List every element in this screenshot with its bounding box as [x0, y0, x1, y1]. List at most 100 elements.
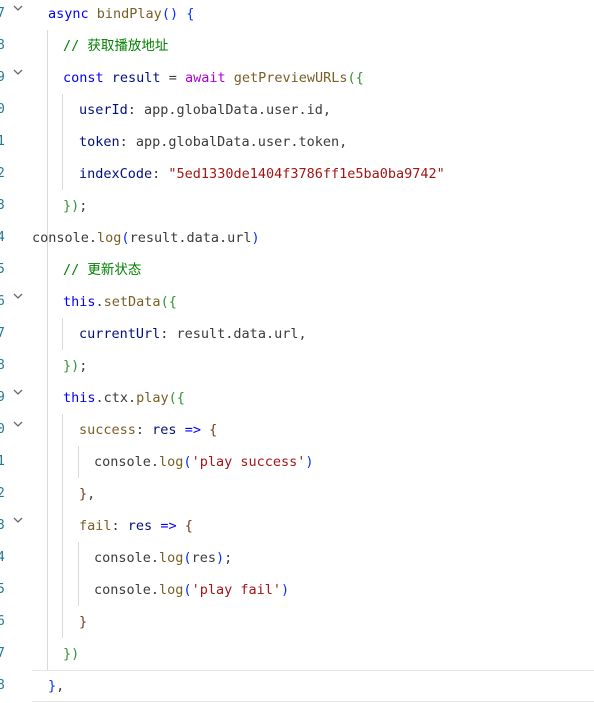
code-line[interactable]: success: res => {: [79, 414, 217, 446]
code-token: ({: [168, 390, 185, 406]
code-token: ({: [160, 294, 177, 310]
code-token: ): [251, 230, 260, 246]
code-token: res: [127, 518, 153, 534]
chevron-down-icon[interactable]: [12, 56, 24, 88]
code-token: ;: [79, 198, 88, 214]
code-line[interactable]: });: [63, 350, 87, 382]
code-token: result: [111, 70, 161, 86]
code-token: (: [183, 550, 192, 566]
code-token: success: [79, 422, 136, 438]
line-number: 7: [0, 6, 5, 21]
code-token: console.: [94, 454, 160, 470]
line-number: 8: [0, 38, 5, 53]
code-token: res: [152, 422, 177, 438]
code-line[interactable]: this.setData({: [63, 286, 177, 318]
code-token: (: [121, 230, 130, 246]
code-token: }): [63, 358, 80, 374]
code-line[interactable]: }): [63, 638, 79, 670]
code-token: log: [159, 582, 184, 598]
code-token: .ctx.: [95, 390, 137, 406]
line-number: 7: [0, 646, 5, 661]
code-token: bindPlay: [96, 6, 162, 22]
line-number: 6: [0, 294, 5, 309]
code-token: log: [97, 230, 122, 246]
code-line[interactable]: },: [48, 670, 64, 702]
code-line[interactable]: });: [63, 190, 87, 222]
code-token: userId: [79, 102, 128, 118]
code-token: this: [63, 390, 96, 406]
code-token: ): [215, 550, 225, 566]
chevron-down-icon[interactable]: [12, 408, 24, 440]
code-line[interactable]: this.ctx.play({: [63, 382, 185, 414]
code-token: console.: [32, 230, 98, 246]
code-token: :: [135, 422, 153, 438]
line-number: 9: [0, 390, 5, 405]
code-token: : app.globalData.user.id,: [127, 102, 331, 118]
code-line[interactable]: console.log(result.data.url): [32, 222, 260, 254]
code-token: 'play success': [191, 454, 306, 470]
code-token: =>: [184, 422, 201, 438]
code-token: (: [183, 582, 192, 598]
line-number: 1: [0, 134, 5, 149]
code-line[interactable]: console.log(res);: [94, 542, 232, 574]
code-line[interactable]: token: app.globalData.user.token,: [79, 126, 347, 158]
code-line[interactable]: async bindPlay() {: [48, 0, 194, 30]
code-token: console.: [94, 550, 160, 566]
code-token: =>: [160, 518, 177, 534]
code-token: {: [209, 422, 218, 438]
code-token: setData: [103, 294, 161, 310]
chevron-down-icon[interactable]: [12, 376, 24, 408]
line-number: 2: [0, 486, 5, 501]
code-token: ,: [56, 678, 65, 694]
code-token: }: [79, 614, 88, 630]
code-token: :: [152, 166, 169, 182]
code-line[interactable]: },: [79, 478, 95, 510]
line-number: 1: [0, 454, 5, 469]
code-token: await: [184, 70, 234, 86]
code-token: currentUrl: [79, 326, 161, 342]
code-line[interactable]: }: [79, 606, 87, 638]
code-token: ({: [347, 70, 364, 86]
code-token: token: [79, 134, 120, 150]
line-number: 0: [0, 102, 5, 117]
code-token: 'play fail': [191, 582, 281, 598]
code-token: }: [48, 678, 57, 694]
code-line[interactable]: fail: res => {: [79, 510, 193, 542]
line-number: 4: [0, 550, 5, 565]
code-token: ,: [87, 486, 96, 502]
code-line[interactable]: // 获取播放地址: [63, 30, 168, 62]
code-token: // 更新状态: [63, 262, 142, 278]
code-token: ): [305, 454, 314, 470]
indent-guide: [62, 94, 63, 190]
code-line[interactable]: // 更新状态: [63, 254, 141, 286]
code-token: (: [183, 454, 192, 470]
code-token: }): [63, 198, 80, 214]
code-token: ): [280, 582, 290, 598]
code-token: res: [191, 550, 216, 566]
code-token: {: [184, 518, 193, 534]
code-line[interactable]: currentUrl: result.data.url,: [79, 318, 307, 350]
line-number: 8: [0, 358, 5, 373]
code-line[interactable]: indexCode: "5ed1330de1404f3786ff1e5ba0ba…: [79, 158, 445, 190]
code-line[interactable]: console.log('play fail'): [94, 574, 289, 606]
line-number: 6: [0, 614, 5, 629]
code-token: result.data.url: [129, 230, 252, 246]
chevron-down-icon[interactable]: [12, 504, 24, 536]
line-number: 4: [0, 230, 5, 245]
indent-guide: [47, 30, 48, 670]
code-line[interactable]: const result = await getPreviewURLs({: [63, 62, 364, 94]
code-line[interactable]: console.log('play success'): [94, 446, 314, 478]
code-token: async: [48, 6, 97, 22]
line-number: 9: [0, 70, 5, 85]
indent-guide: [62, 318, 63, 350]
code-line[interactable]: userId: app.globalData.user.id,: [79, 94, 331, 126]
code-token: log: [159, 550, 184, 566]
code-token: "5ed1330de1404f3786ff1e5ba0ba9742": [168, 166, 445, 182]
chevron-down-icon[interactable]: [12, 0, 24, 24]
chevron-down-icon[interactable]: [12, 280, 24, 312]
code-token: [201, 422, 209, 438]
indent-guide: [78, 446, 79, 478]
code-token: }: [79, 486, 88, 502]
line-number: 2: [0, 166, 5, 181]
